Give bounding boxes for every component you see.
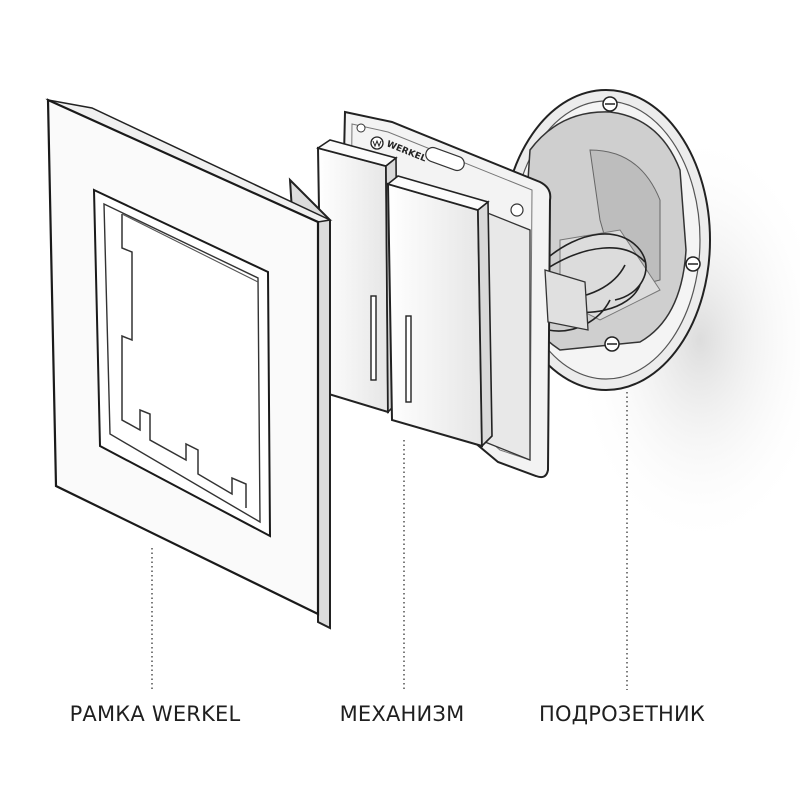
mechanism-caption: МЕХАНИЗМ bbox=[339, 702, 465, 726]
screw-icon bbox=[602, 96, 618, 112]
box-caption: ПОДРОЗЕТНИК bbox=[538, 702, 706, 726]
right-key bbox=[386, 182, 484, 448]
frame-caption: РАМКА WERKEL bbox=[69, 702, 241, 726]
werkel-logo-icon bbox=[370, 136, 384, 150]
frame bbox=[45, 98, 333, 630]
frame-opening bbox=[92, 188, 272, 538]
switch-mechanism: WERKEL bbox=[316, 110, 589, 479]
indicator-icon bbox=[405, 315, 412, 403]
screw-icon bbox=[604, 336, 620, 352]
screw-icon bbox=[685, 256, 701, 272]
indicator-icon bbox=[370, 295, 377, 381]
